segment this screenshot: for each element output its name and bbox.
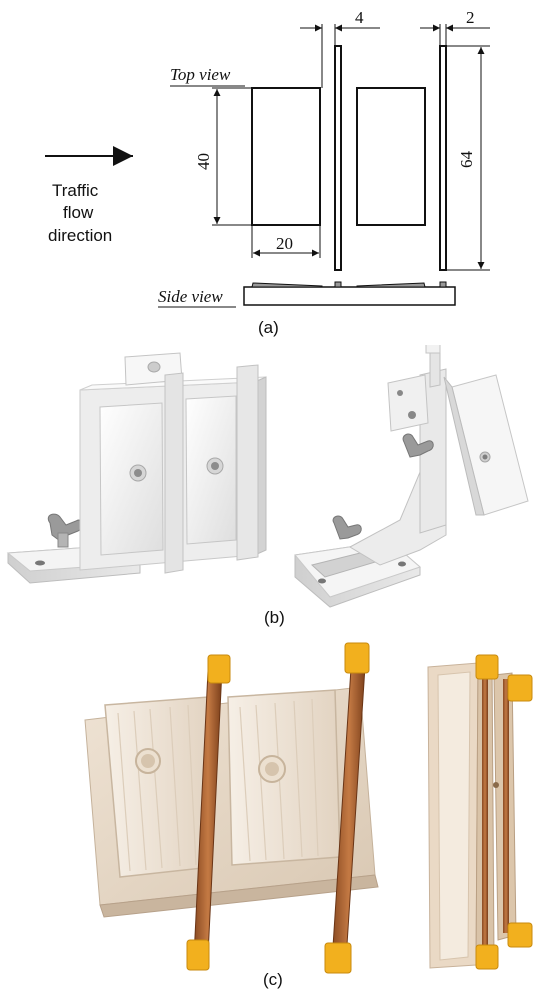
panel-c-photo: (c) <box>0 635 550 996</box>
wing-nut <box>402 433 434 458</box>
strip-2-top <box>439 45 447 271</box>
kapton-tape <box>507 922 533 948</box>
caption-b: (b) <box>264 608 285 627</box>
side-view-label: Side view <box>158 287 223 306</box>
wing-nut <box>47 513 83 542</box>
caption-a: (a) <box>258 318 279 337</box>
kapton-tape <box>475 944 499 970</box>
top-view-label: Top view <box>170 65 231 84</box>
kapton-tape <box>475 654 499 680</box>
sensor-photo: (c) <box>84 642 533 989</box>
electrode-1-top <box>251 87 321 226</box>
dim-thickness-label: 2 <box>466 8 475 27</box>
panel-a-drawing: Top view 4 2 40 64 <box>0 0 550 345</box>
sensor-two-electrode <box>84 642 379 974</box>
side-strip-1 <box>334 281 342 288</box>
kapton-tape <box>207 654 231 684</box>
cad-render-front <box>6 352 267 584</box>
panel-b-cad-renders: (b) <box>0 345 550 635</box>
dim-length-label: 64 <box>457 151 476 169</box>
traffic-label-1: Traffic <box>52 181 99 200</box>
cad-renders: (b) <box>6 345 529 627</box>
strip-1-top <box>334 45 342 271</box>
copper-strip <box>503 679 509 933</box>
side-electrode-1 <box>251 282 323 288</box>
dim-gap-label: 4 <box>355 8 364 27</box>
copper-strip <box>482 663 488 963</box>
kapton-tape <box>507 674 533 702</box>
side-strip-2 <box>439 281 447 288</box>
traffic-label-3: direction <box>48 226 112 245</box>
dim-height-label: 40 <box>194 153 213 170</box>
side-view-base <box>243 286 456 306</box>
traffic-label-2: flow <box>63 203 94 222</box>
wing-nut <box>332 515 362 540</box>
kapton-tape <box>186 939 210 971</box>
kapton-tape <box>324 942 352 974</box>
sensor-side-view <box>427 654 533 970</box>
dim-width-label: 20 <box>276 234 293 253</box>
side-electrode-2 <box>356 282 426 288</box>
cad-render-angled <box>294 345 529 608</box>
caption-c: (c) <box>263 970 283 989</box>
kapton-tape <box>344 642 370 674</box>
electrode-2-top <box>356 87 426 226</box>
technical-drawing: Top view 4 2 40 64 <box>45 8 490 337</box>
